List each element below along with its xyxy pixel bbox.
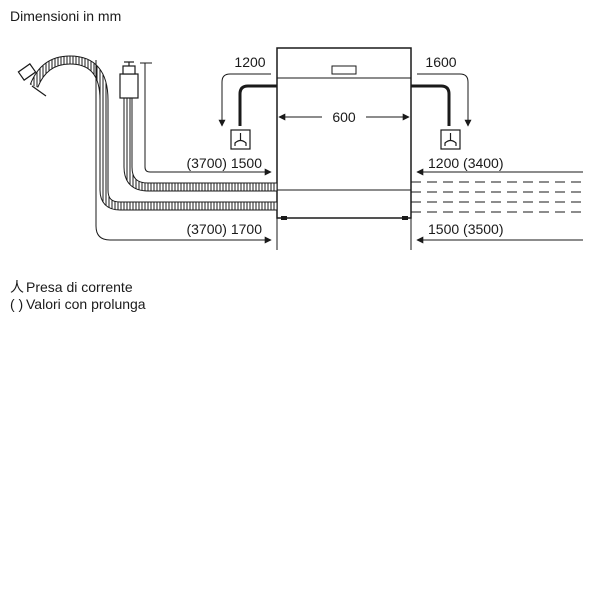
right-lower-label: 1500 (3500) bbox=[428, 221, 504, 237]
extension-legend-text: Valori con prolunga bbox=[26, 296, 146, 312]
outlet-symbol-icon bbox=[234, 133, 247, 146]
power-cable-right bbox=[411, 84, 451, 126]
cable-right-dimension: 1600 bbox=[417, 54, 472, 127]
inlet-hose-label: (3700) 1500 bbox=[186, 155, 262, 171]
outlet-legend-icon: 人 bbox=[10, 279, 24, 295]
right-upper-label: 1200 (3400) bbox=[428, 155, 504, 171]
width-label: 600 bbox=[332, 109, 356, 125]
outlet-legend-text: Presa di corrente bbox=[26, 279, 133, 295]
cable-left-label: 1200 bbox=[234, 54, 265, 70]
drain-hose-end bbox=[17, 63, 47, 97]
foot-right bbox=[402, 216, 408, 220]
dishwasher bbox=[276, 47, 412, 220]
width-dimension: 600 bbox=[278, 109, 410, 125]
inlet-hose bbox=[119, 61, 277, 192]
power-cable-left bbox=[238, 84, 277, 126]
outlet-symbol-icon bbox=[444, 133, 457, 146]
foot-left bbox=[281, 216, 287, 220]
inlet-hose-dimension: (3700) 1500 bbox=[140, 62, 272, 176]
drain-hose-dimension: (3700) 1700 bbox=[95, 60, 272, 244]
legend-extension: ( )Valori con prolunga bbox=[10, 296, 146, 313]
power-cables bbox=[230, 84, 461, 150]
right-upper-dimension: 1200 (3400) bbox=[416, 155, 583, 176]
extension-legend-symbol: ( ) bbox=[10, 296, 24, 312]
cable-left-dimension: 1200 bbox=[218, 54, 271, 127]
water-valve bbox=[119, 61, 139, 99]
diagram-title: Dimensioni in mm bbox=[10, 8, 122, 24]
drain-hose bbox=[17, 55, 277, 211]
right-hose-routes bbox=[411, 181, 583, 213]
drain-hose-label: (3700) 1700 bbox=[186, 221, 262, 237]
right-lower-dimension: 1500 (3500) bbox=[416, 221, 583, 244]
display-window bbox=[331, 65, 357, 75]
cable-right-label: 1600 bbox=[425, 54, 456, 70]
